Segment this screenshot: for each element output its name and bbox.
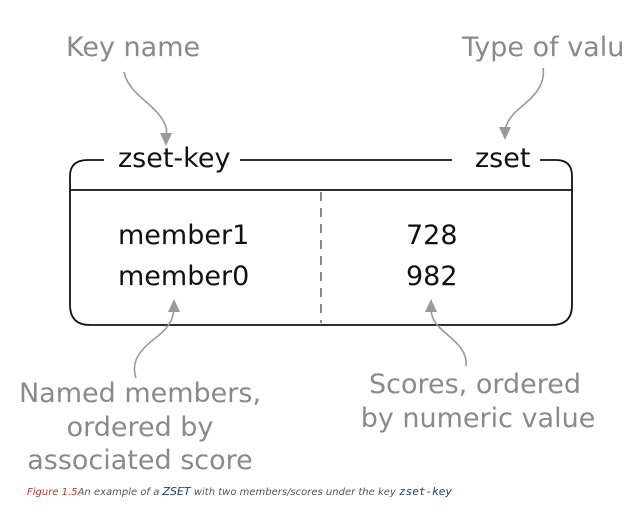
key-name-annotation: Key name — [66, 32, 200, 63]
caption-term: ZSET — [162, 485, 191, 498]
scores-annotation-line2: by numeric value — [361, 403, 596, 434]
caption-text-middle: with two members/scores under the key — [190, 487, 400, 498]
members-arrow — [133, 299, 180, 379]
caption-key: zset-key — [399, 485, 452, 498]
key-name-arrow — [123, 71, 172, 146]
zset-box — [69, 159, 573, 326]
caption-text-before: An example of a — [77, 487, 163, 498]
type-of-value-annotation: Type of valu — [461, 32, 624, 63]
scores-arrow — [425, 299, 467, 367]
figure-caption: Figure 1.5An example of a ZSET with two … — [27, 485, 627, 498]
type-of-value-arrow — [499, 67, 545, 140]
type-label: zset — [475, 143, 530, 174]
score-0: 982 — [406, 261, 458, 292]
members-annotation-line3: associated score — [27, 445, 253, 476]
members-annotation-line1: Named members, — [19, 378, 261, 409]
score-1: 728 — [406, 220, 458, 251]
members-annotation-line2: ordered by — [67, 412, 214, 443]
scores-annotation-line1: Scores, ordered — [369, 369, 581, 400]
figure-label: Figure 1.5 — [27, 487, 78, 498]
member-0: member0 — [118, 261, 249, 292]
key-label: zset-key — [118, 143, 230, 174]
member-1: member1 — [118, 220, 249, 251]
